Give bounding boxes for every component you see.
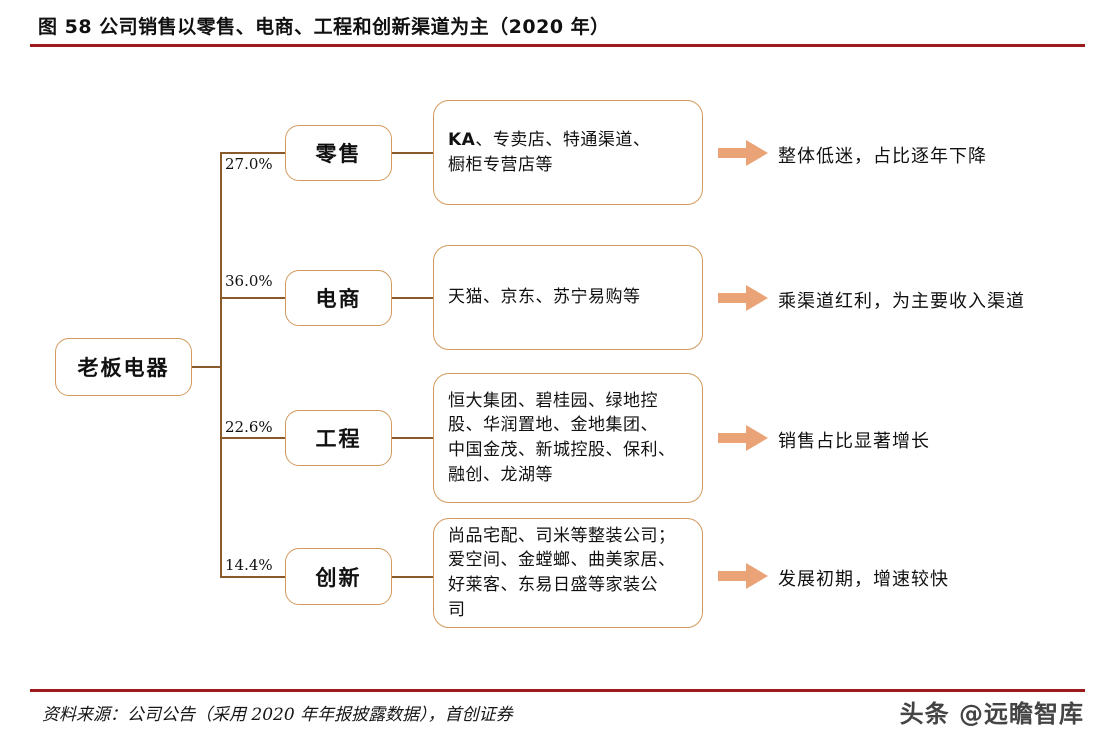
footer-rule xyxy=(30,689,1085,692)
detail-text-engineering: 恒大集团、碧桂园、绿地控股、华润置地、金地集团、中国金茂、新城控股、保利、融创、… xyxy=(448,390,676,485)
node-channel-engineering[interactable]: 工程 xyxy=(285,410,392,466)
branch-percent-ecommerce: 36.0% xyxy=(225,272,273,290)
arrow-icon-innovation xyxy=(718,563,768,589)
node-channel-ecommerce-label: 电商 xyxy=(315,287,362,311)
arrow-icon-ecommerce xyxy=(718,285,768,311)
detail-box-ecommerce[interactable]: 天猫、京东、苏宁易购等 xyxy=(433,245,703,350)
detail-text-retail: KA、专卖店、特通渠道、橱柜专营店等 xyxy=(448,129,651,175)
detail-box-innovation[interactable]: 尚品宅配、司米等整装公司；爱空间、金螳螂、曲美家居、好莱客、东易日盛等家装公司 xyxy=(433,518,703,628)
detail-text-innovation: 尚品宅配、司米等整装公司；爱空间、金螳螂、曲美家居、好莱客、东易日盛等家装公司 xyxy=(448,525,676,620)
detail-text-ecommerce: 天猫、京东、苏宁易购等 xyxy=(448,287,641,308)
note-ecommerce: 乘渠道红利，为主要收入渠道 xyxy=(778,291,1025,312)
note-retail: 整体低迷，占比逐年下降 xyxy=(778,146,987,167)
node-channel-engineering-label: 工程 xyxy=(315,427,362,451)
detail-box-retail[interactable]: KA、专卖店、特通渠道、橱柜专营店等 xyxy=(433,100,703,205)
source-note: 资料来源：公司公告（采用 2020 年年报披露数据），首创证券 xyxy=(42,705,513,725)
node-channel-retail[interactable]: 零售 xyxy=(285,125,392,181)
node-channel-ecommerce[interactable]: 电商 xyxy=(285,270,392,326)
node-root[interactable]: 老板电器 xyxy=(55,338,192,396)
note-innovation: 发展初期，增速较快 xyxy=(778,569,949,590)
note-engineering: 销售占比显著增长 xyxy=(778,431,930,452)
arrow-icon-retail xyxy=(718,140,768,166)
node-channel-innovation-label: 创新 xyxy=(315,565,362,590)
header-rule xyxy=(30,44,1085,47)
watermark: 头条 @远瞻智库 xyxy=(899,700,1084,728)
node-channel-innovation[interactable]: 创新 xyxy=(285,548,392,605)
page-title: 图 58 公司销售以零售、电商、工程和创新渠道为主（2020 年） xyxy=(38,16,610,38)
branch-percent-retail: 27.0% xyxy=(225,155,273,173)
arrow-icon-engineering xyxy=(718,425,768,451)
branch-percent-engineering: 22.6% xyxy=(225,418,273,436)
node-root-label: 老板电器 xyxy=(77,356,170,380)
detail-box-engineering[interactable]: 恒大集团、碧桂园、绿地控股、华润置地、金地集团、中国金茂、新城控股、保利、融创、… xyxy=(433,373,703,503)
node-channel-retail-label: 零售 xyxy=(315,142,362,166)
branch-percent-innovation: 14.4% xyxy=(225,556,273,574)
